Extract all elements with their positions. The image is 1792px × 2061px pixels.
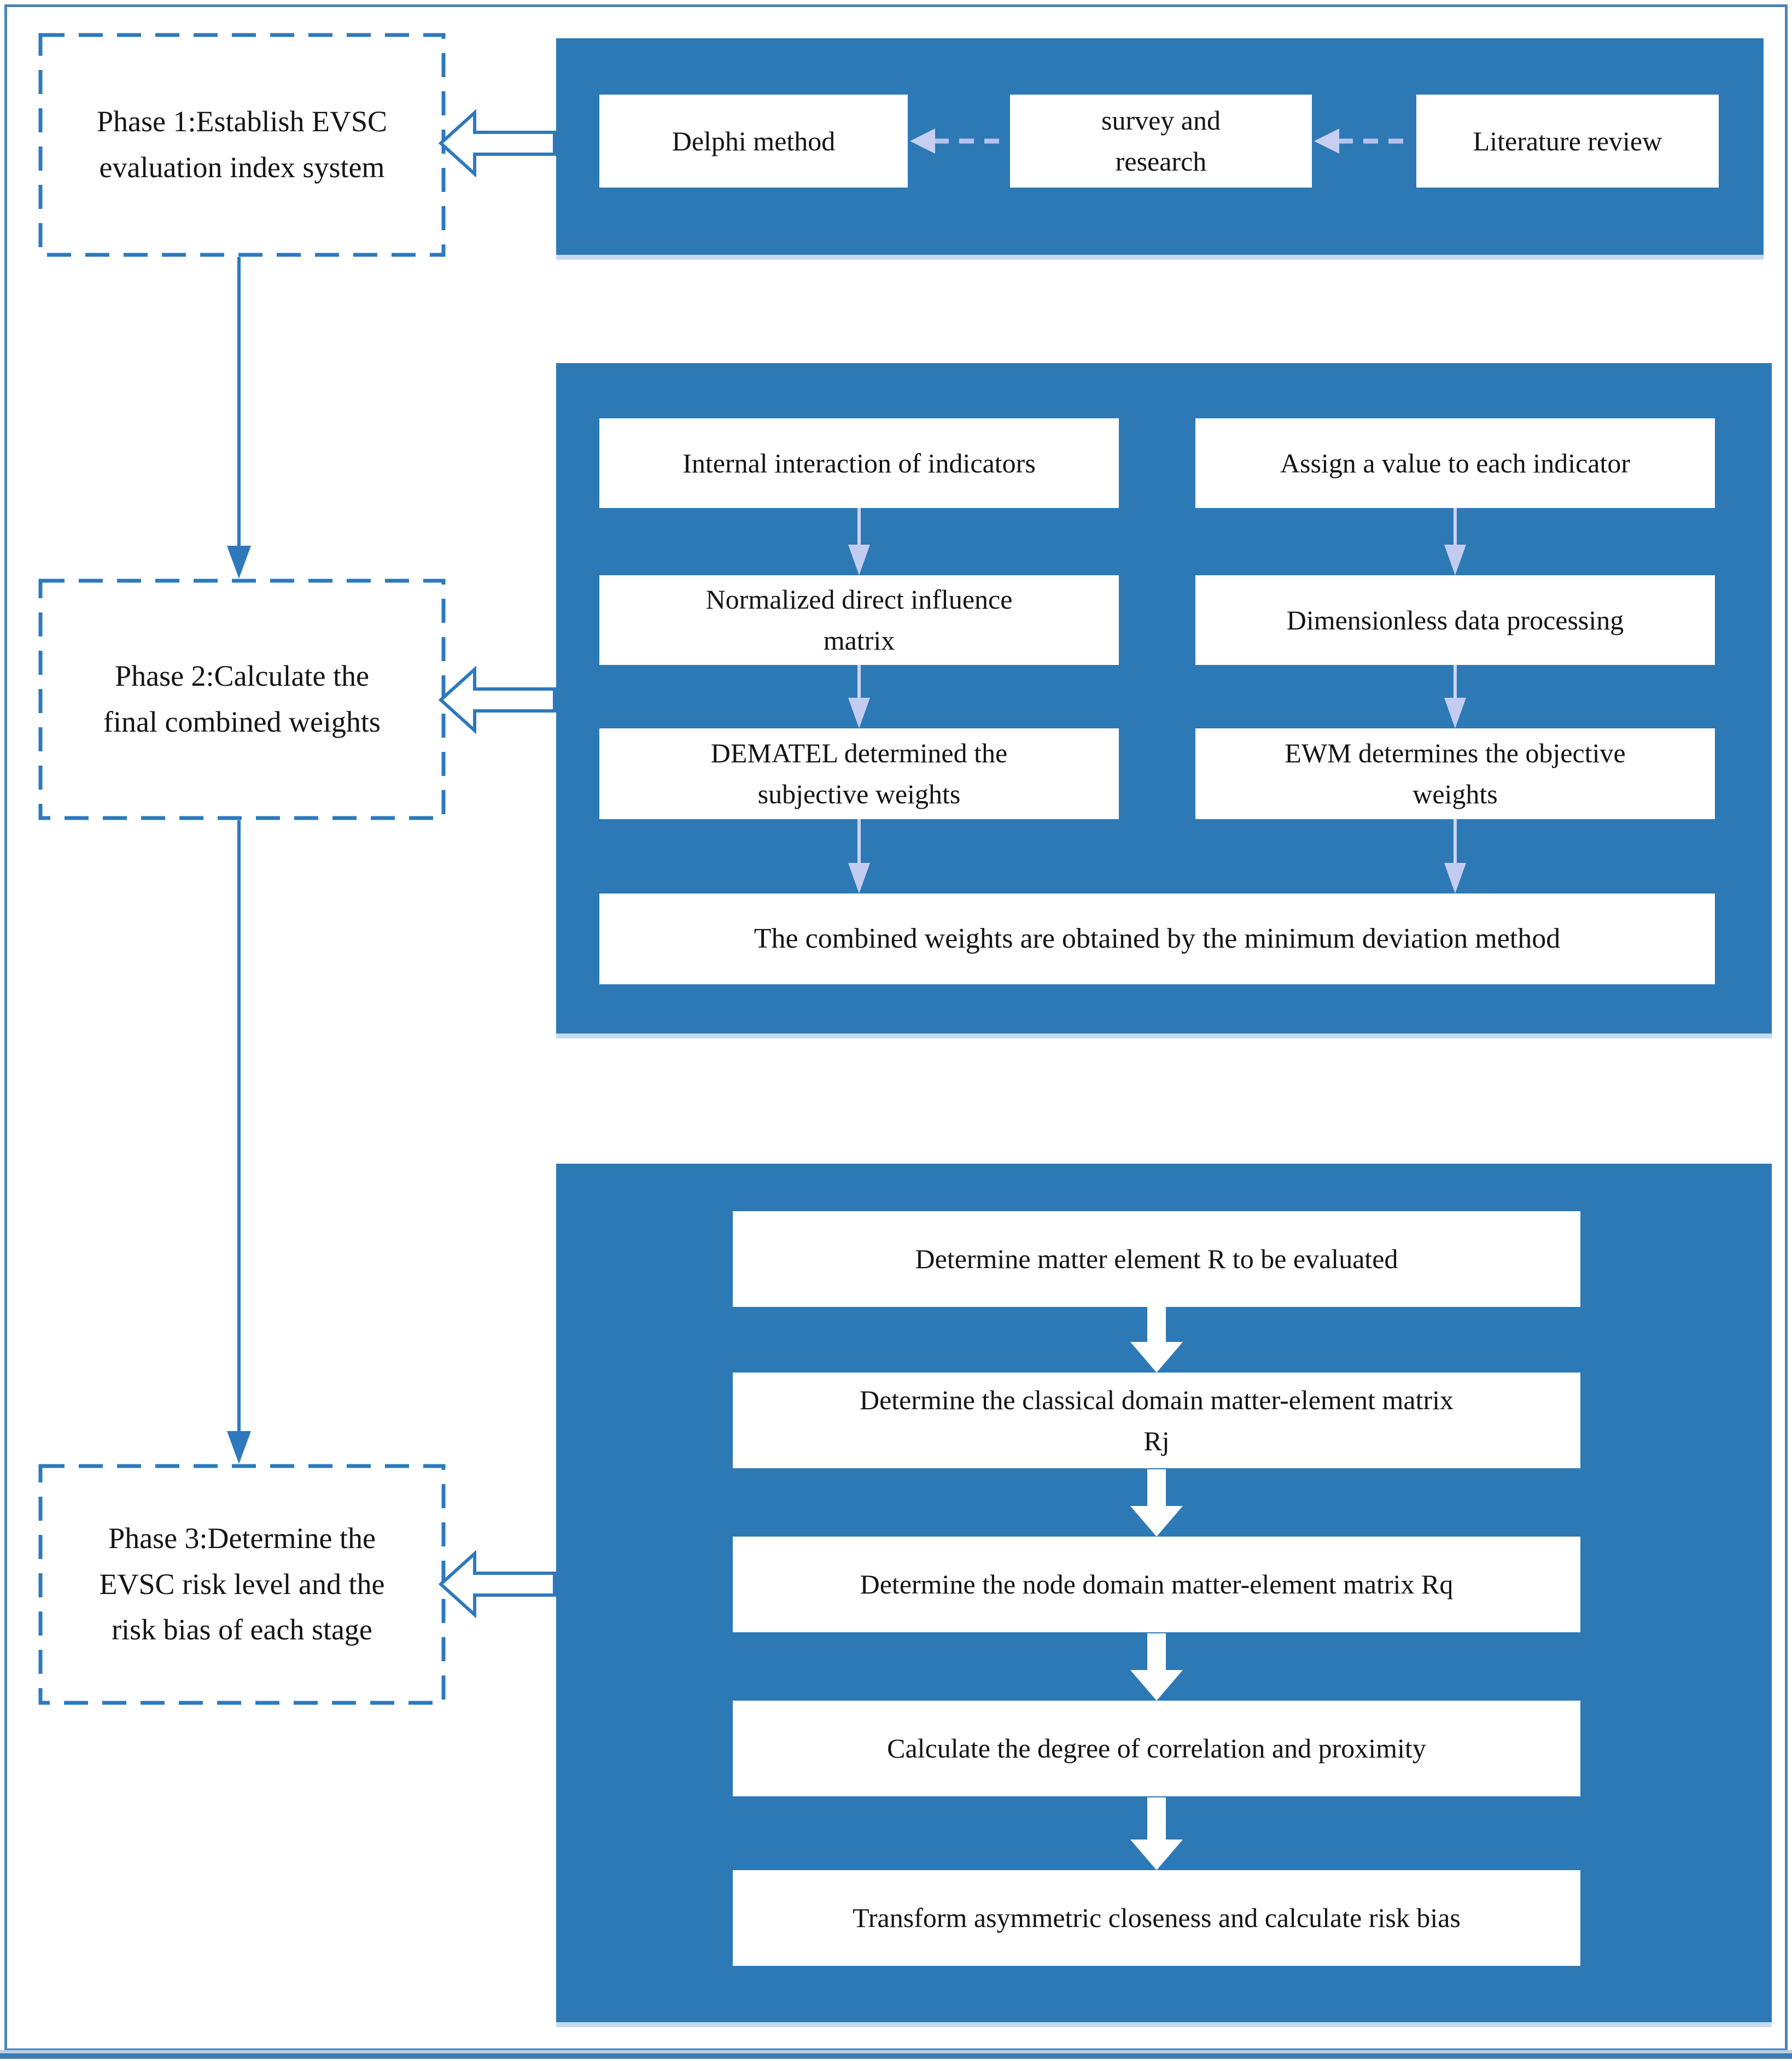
panel-phase1: Delphi method survey and research Litera… — [556, 38, 1764, 255]
lavender-down-arrow-icon — [1444, 819, 1466, 894]
white-down-block-arrow-icon — [1130, 1469, 1183, 1537]
box-label: Determine the node domain matter-element… — [860, 1569, 1454, 1599]
down-connector-arrow-icon — [227, 820, 251, 1464]
phase3-label: Phase 3:Determine the EVSC risk level an… — [99, 1521, 385, 1647]
box-label: Delphi method — [672, 125, 836, 156]
box-dematel-weights: DEMATEL determined the subjective weight… — [599, 728, 1119, 819]
box-ewm-weights: EWM determines the objective weights — [1195, 728, 1715, 819]
phase1-box: Phase 1:Establish EVSC evaluation index … — [38, 33, 446, 257]
box-literature-review: Literature review — [1416, 95, 1719, 188]
box-node-domain-matrix: Determine the node domain matter-element… — [733, 1537, 1580, 1632]
box-label: Assign a value to each indicator — [1280, 447, 1631, 478]
box-matter-element-r: Determine matter element R to be evaluat… — [733, 1211, 1580, 1307]
box-assign-value: Assign a value to each indicator — [1195, 418, 1715, 508]
lavender-down-arrow-icon — [1444, 508, 1466, 575]
box-label: Normalized direct influence matrix — [705, 584, 1013, 656]
panel-phase2: Internal interaction of indicators Norma… — [556, 363, 1772, 1034]
down-connector-arrow-icon — [227, 257, 251, 579]
white-down-block-arrow-icon — [1130, 1797, 1183, 1870]
box-label: Calculate the degree of correlation and … — [887, 1733, 1426, 1764]
panel-phase3: Determine matter element R to be evaluat… — [556, 1164, 1772, 2022]
box-classical-domain-matrix: Determine the classical domain matter-el… — [733, 1373, 1580, 1468]
figure-border — [4, 4, 1788, 2051]
box-label: Dimensionless data processing — [1286, 604, 1624, 635]
box-label: DEMATEL determined the subjective weight… — [710, 738, 1008, 809]
box-delphi-method: Delphi method — [599, 95, 908, 188]
lavender-down-arrow-icon — [1444, 665, 1466, 728]
phase3-box: Phase 3:Determine the EVSC risk level an… — [38, 1464, 446, 1705]
box-correlation-proximity: Calculate the degree of correlation and … — [733, 1701, 1580, 1796]
box-label: survey and research — [1101, 105, 1221, 177]
lavender-down-arrow-icon — [848, 665, 870, 728]
box-label: Transform asymmetric closeness and calcu… — [853, 1902, 1461, 1933]
left-block-arrow-icon — [439, 109, 556, 177]
white-down-block-arrow-icon — [1130, 1307, 1183, 1373]
box-survey-and-research: survey and research — [1010, 95, 1312, 188]
box-asymmetric-closeness: Transform asymmetric closeness and calcu… — [733, 1870, 1580, 1966]
lavender-down-arrow-icon — [848, 508, 870, 575]
lavender-down-arrow-icon — [848, 819, 870, 894]
box-label: Internal interaction of indicators — [682, 447, 1036, 478]
box-label: Determine matter element R to be evaluat… — [915, 1243, 1398, 1274]
box-internal-interaction: Internal interaction of indicators — [599, 418, 1119, 508]
box-combined-weights: The combined weights are obtained by the… — [599, 894, 1715, 984]
dashed-left-arrow-icon — [1314, 129, 1412, 154]
phase2-box: Phase 2:Calculate the final combined wei… — [38, 579, 446, 820]
white-down-block-arrow-icon — [1130, 1633, 1183, 1701]
box-normalized-matrix: Normalized direct influence matrix — [599, 575, 1119, 665]
phase2-label: Phase 2:Calculate the final combined wei… — [103, 659, 381, 738]
box-dimensionless-processing: Dimensionless data processing — [1195, 575, 1715, 665]
left-block-arrow-icon — [439, 666, 556, 734]
figure-bottom-rule — [0, 2050, 1792, 2059]
phase1-label: Phase 1:Establish EVSC evaluation index … — [96, 105, 387, 184]
dashed-left-arrow-icon — [910, 129, 1008, 154]
box-label: Literature review — [1473, 125, 1662, 156]
box-label: The combined weights are obtained by the… — [754, 923, 1561, 954]
left-block-arrow-icon — [439, 1550, 556, 1618]
box-label: EWM determines the objective weights — [1285, 738, 1626, 809]
box-label: Determine the classical domain matter-el… — [859, 1384, 1454, 1456]
